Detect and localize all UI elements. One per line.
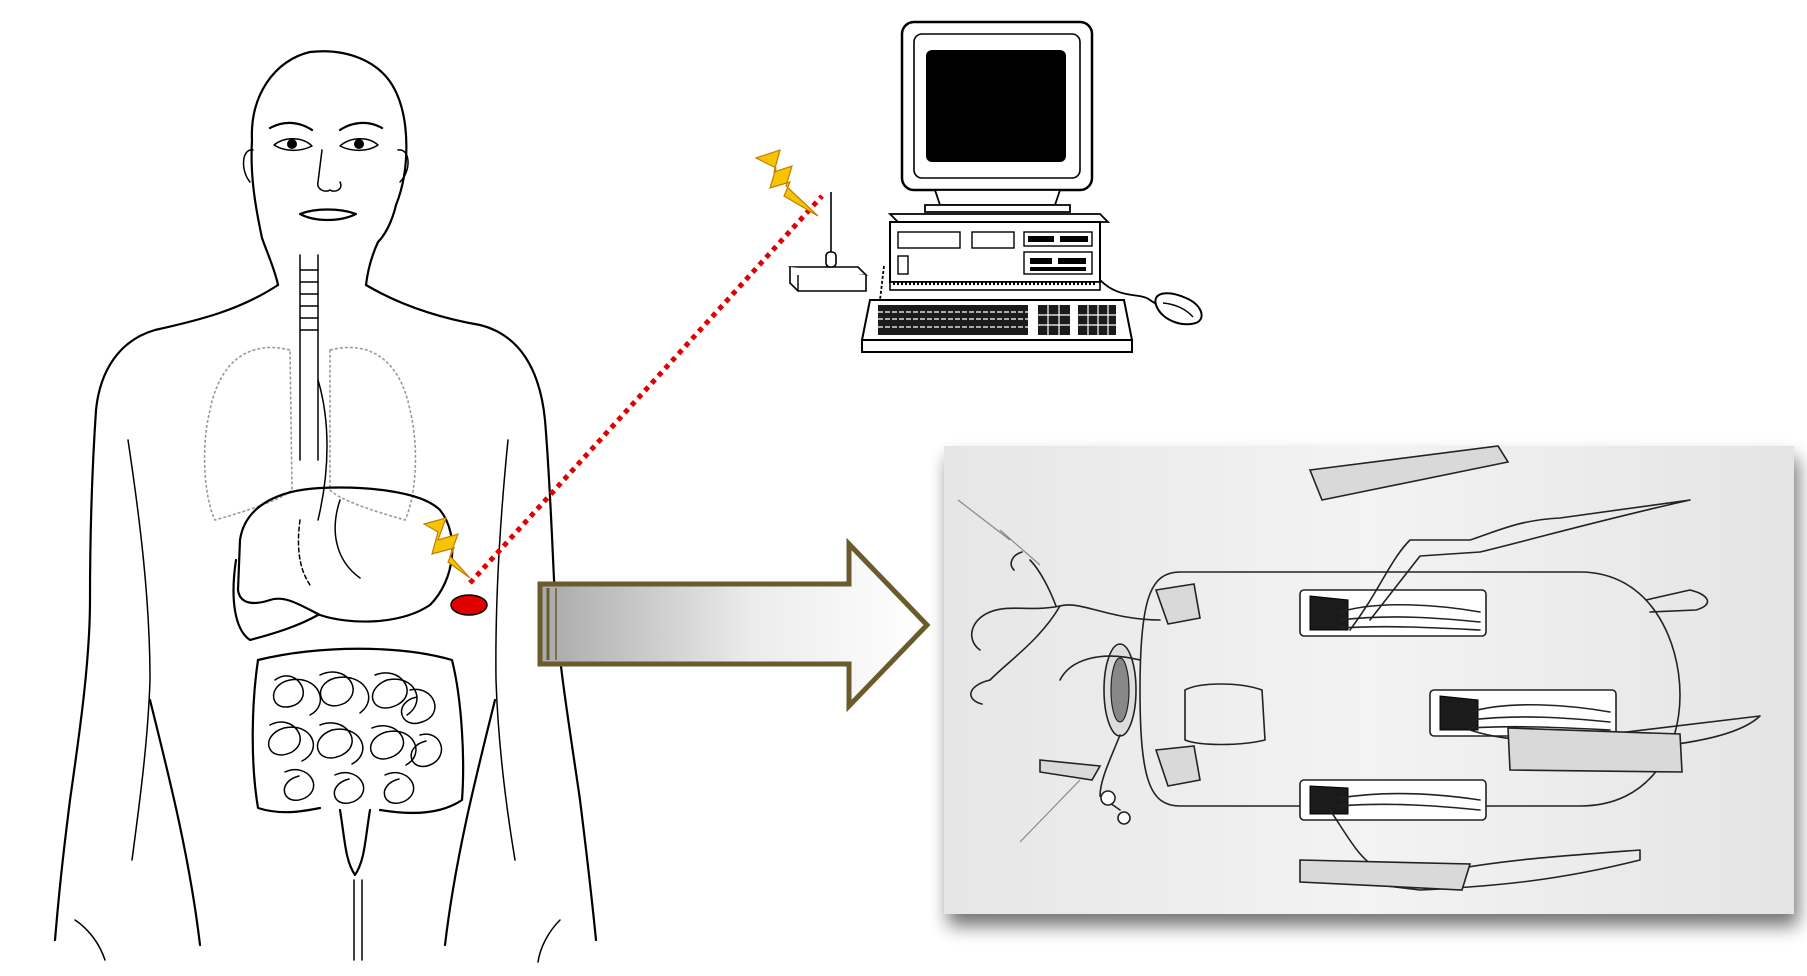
lightning-bolt-icon [424,518,470,578]
desktop-computer-icon [862,22,1202,352]
capsule-robot-icon [451,595,487,615]
wireless-link [470,196,822,583]
arrow-right-icon [540,544,927,706]
lightning-bolt-icon [756,150,818,216]
human-torso-anatomy-icon [55,51,596,962]
legged-capsule-robot-sketch-icon [944,446,1794,914]
